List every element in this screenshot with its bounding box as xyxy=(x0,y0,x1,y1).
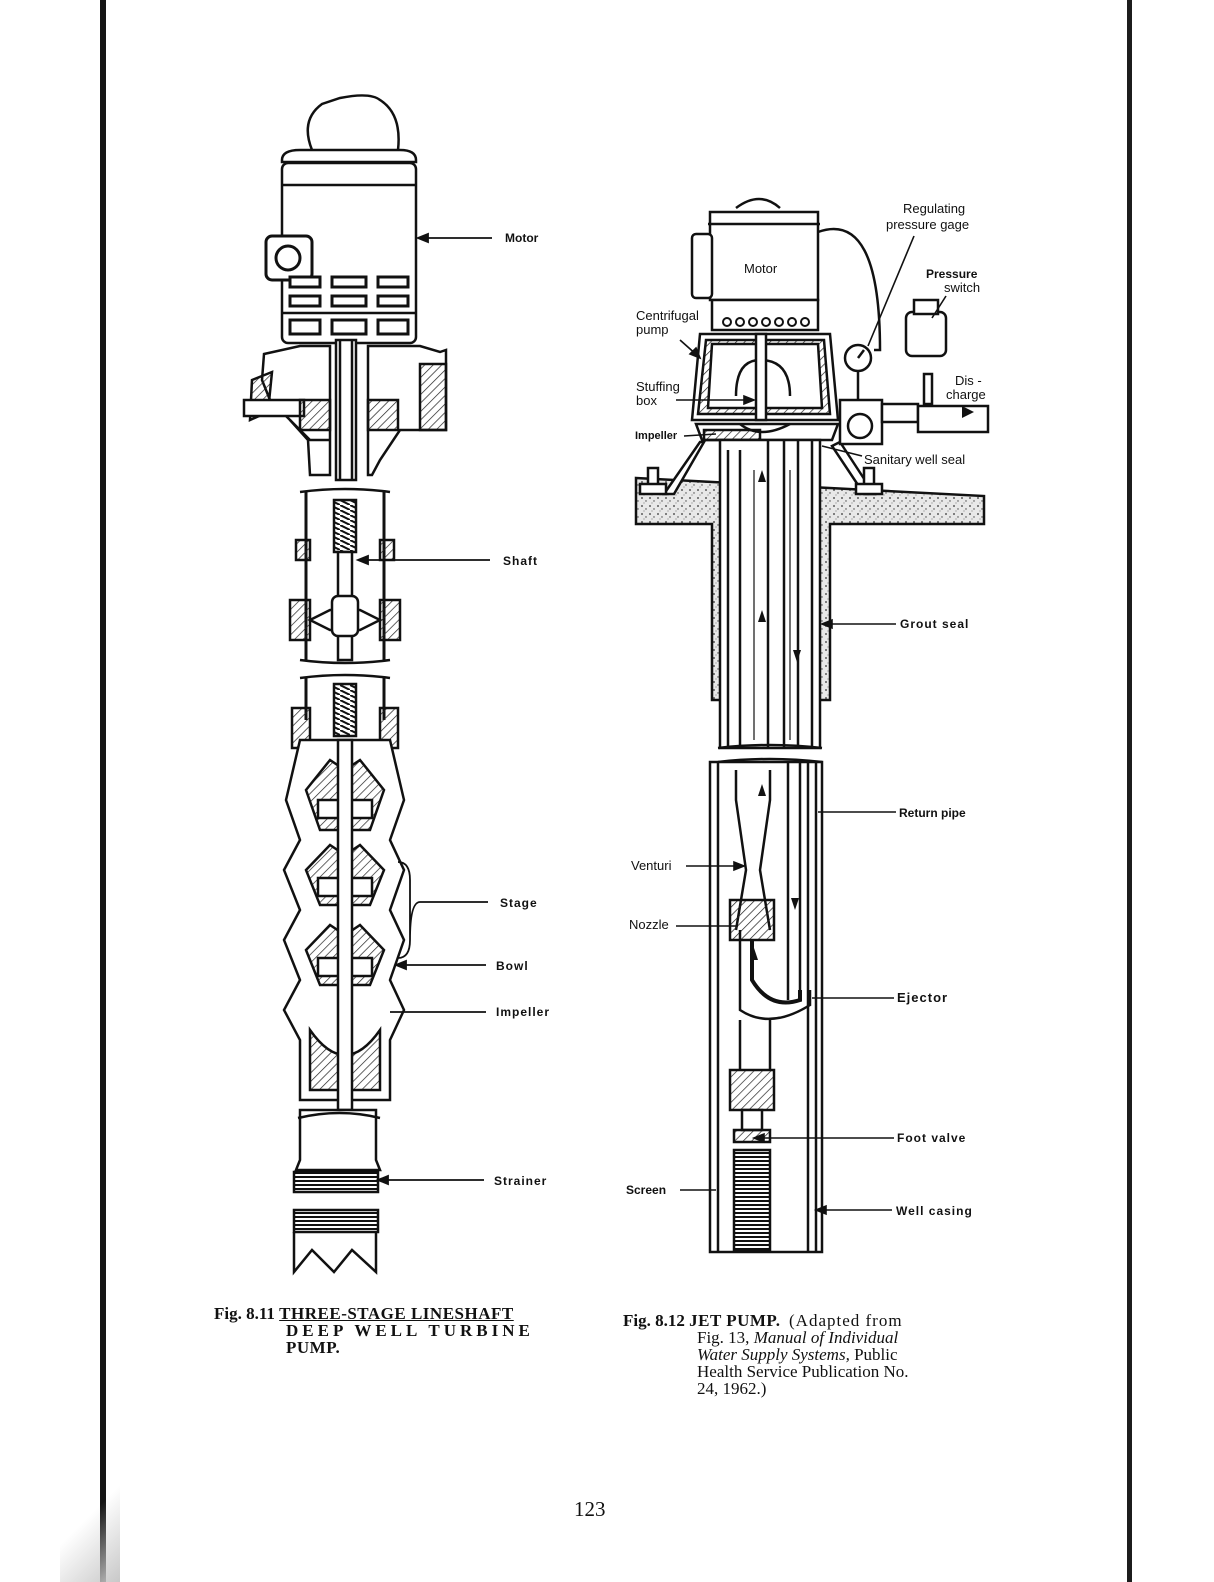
caption-fig-8-12-text3: Public xyxy=(854,1345,898,1364)
caption-fig-8-11: Fig. 8.11 THREE-STAGE LINESHAFT DEEP WEL… xyxy=(214,1305,574,1356)
caption-fig-8-11-line3: PUMP. xyxy=(286,1338,341,1357)
label-bowl: Bowl xyxy=(496,959,529,973)
caption-fig-8-11-line2: DEEP WELL TURBINE xyxy=(286,1321,534,1340)
label-shaft: Shaft xyxy=(503,554,538,568)
label-stuffing: Stuffing xyxy=(636,379,680,394)
scan-corner-shadow xyxy=(60,1480,120,1582)
page-number: 123 xyxy=(574,1497,606,1521)
label-pump: pump xyxy=(636,322,669,337)
well-pipes-upper xyxy=(718,438,822,750)
caption-fig-8-12: Fig. 8.12 JET PUMP. (Adapted from Fig. 1… xyxy=(623,1312,993,1397)
scan-border-right xyxy=(1127,0,1132,1582)
caption-fig-8-11-number: Fig. 8.11 xyxy=(214,1304,275,1323)
label-venturi: Venturi xyxy=(631,858,672,873)
flow-arrows xyxy=(750,406,974,960)
label-regulating: Regulating xyxy=(903,201,966,216)
shaft-upper xyxy=(334,338,358,482)
pump-bowls xyxy=(282,738,406,1112)
label-grout-seal: Grout seal xyxy=(900,617,970,631)
label-pressure-gage: pressure gage xyxy=(886,217,970,232)
caption-fig-8-12-text2: Fig. 13, xyxy=(697,1328,750,1347)
label-motor-right: Motor xyxy=(744,261,778,276)
label-motor-left: Motor xyxy=(505,231,539,245)
centrifugal-housing xyxy=(690,332,840,442)
well-pipes-lower xyxy=(708,760,824,1254)
label-sanitary-seal: Sanitary well seal xyxy=(864,452,966,467)
base-plate xyxy=(638,440,884,496)
discharge-head xyxy=(242,344,448,477)
suction-strainer xyxy=(292,1108,382,1276)
label-impeller-left: Impeller xyxy=(496,1005,551,1019)
column-section-1 xyxy=(288,487,402,665)
label-strainer: Strainer xyxy=(494,1174,548,1188)
label-impeller-right: Impeller xyxy=(635,430,678,442)
caption-fig-8-12-title: JET PUMP. xyxy=(689,1311,781,1330)
label-pressure: Pressure xyxy=(926,267,978,281)
label-box: box xyxy=(636,393,657,408)
label-screen: Screen xyxy=(626,1183,667,1197)
motor-body xyxy=(264,161,418,345)
label-well-casing: Well casing xyxy=(896,1204,973,1218)
discharge-fittings xyxy=(817,227,990,446)
label-switch: switch xyxy=(944,280,981,295)
label-nozzle: Nozzle xyxy=(629,917,669,932)
scan-border-left xyxy=(100,0,106,1582)
label-dis: Dis - xyxy=(955,373,982,388)
motor-cap xyxy=(280,94,418,164)
label-centrifugal: Centrifugal xyxy=(636,308,699,323)
jet-motor xyxy=(690,197,820,332)
label-return-pipe: Return pipe xyxy=(899,806,966,820)
caption-fig-8-12-text4: Health Service Publication No. xyxy=(697,1362,909,1381)
caption-fig-8-12-text5: 24, 1962.) xyxy=(697,1379,767,1398)
caption-fig-8-12-number: Fig. 8.12 xyxy=(623,1311,685,1330)
caption-fig-8-12-italic1: Manual of Individual xyxy=(753,1328,899,1347)
label-stage: Stage xyxy=(500,896,538,910)
label-foot-valve: Foot valve xyxy=(897,1131,967,1145)
caption-fig-8-11-line1: THREE-STAGE LINESHAFT xyxy=(279,1304,514,1323)
label-charge: charge xyxy=(946,387,986,402)
caption-fig-8-12-text1: (Adapted from xyxy=(789,1311,903,1330)
label-ejector: Ejector xyxy=(897,990,949,1005)
caption-fig-8-12-italic2: Water Supply Systems, xyxy=(697,1345,850,1364)
